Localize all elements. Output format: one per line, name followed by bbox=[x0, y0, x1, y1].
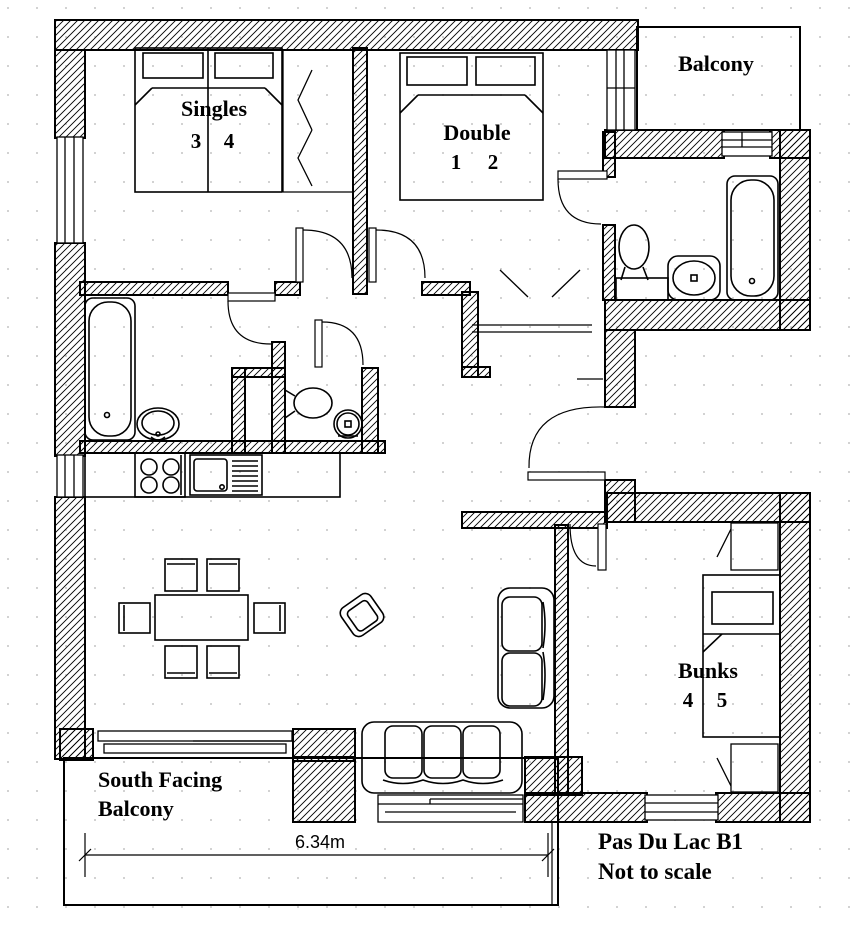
door-bunks bbox=[569, 523, 607, 571]
bunks-closet-top bbox=[716, 522, 779, 571]
kitchen-counter bbox=[84, 452, 341, 498]
wall-segment bbox=[604, 299, 811, 331]
sofa-two-seat bbox=[497, 587, 555, 709]
kitchen-sink bbox=[189, 454, 263, 496]
sofa-three-seat bbox=[361, 721, 523, 794]
singles-room-label: Singles bbox=[181, 96, 247, 121]
south-balcony-label-line1: South Facing bbox=[98, 767, 222, 792]
double-bed bbox=[399, 52, 544, 201]
dimension-tick bbox=[541, 848, 555, 862]
wall-segment bbox=[461, 366, 491, 378]
dimension bbox=[78, 833, 555, 877]
chair bbox=[118, 602, 151, 634]
singles-bed-number-left: 3 bbox=[191, 129, 202, 153]
singles-wardrobe bbox=[282, 50, 353, 193]
left-bathtub bbox=[84, 297, 136, 441]
wall-segment bbox=[352, 47, 368, 295]
door-wc bbox=[314, 319, 364, 368]
wall-segment bbox=[602, 131, 616, 178]
window-bathroom-balcony bbox=[721, 131, 773, 157]
labels: Singles 3 4 Double 1 2 Balcony Bunks 4 5… bbox=[98, 51, 754, 884]
window-singles-left bbox=[56, 136, 84, 244]
window-kitchen-left bbox=[56, 454, 84, 498]
bunks-room-label: Bunks bbox=[678, 658, 738, 683]
wall-segment bbox=[59, 728, 94, 761]
wc-toilet bbox=[284, 387, 333, 419]
wall-segment bbox=[779, 129, 811, 331]
wall-segment bbox=[554, 524, 569, 796]
wall-segment bbox=[292, 728, 356, 762]
window-double-balcony bbox=[606, 49, 636, 131]
doors bbox=[227, 170, 608, 571]
door-double bbox=[368, 227, 426, 283]
plan-title: Pas Du Lac B1 bbox=[598, 829, 743, 854]
wall-segment bbox=[604, 329, 636, 408]
door-singles bbox=[295, 227, 353, 283]
singles-bed-number-right: 4 bbox=[224, 129, 235, 153]
bunks-closet-bottom bbox=[716, 743, 779, 793]
ensuite-bathtub bbox=[726, 175, 779, 301]
chair bbox=[206, 558, 240, 592]
wall-segment bbox=[602, 224, 616, 301]
wall-segment bbox=[461, 291, 479, 378]
double-room-closet bbox=[472, 269, 592, 333]
balcony-label: Balcony bbox=[678, 51, 754, 76]
wall-segment bbox=[231, 367, 286, 378]
wall-segment bbox=[54, 19, 639, 51]
furniture bbox=[84, 47, 781, 794]
windows bbox=[56, 49, 773, 823]
bunks-bed-number-right: 5 bbox=[717, 688, 728, 712]
wall-segment bbox=[524, 792, 648, 823]
wall-segment bbox=[606, 492, 811, 523]
sliding-door-south-balcony bbox=[97, 730, 293, 754]
chair bbox=[164, 558, 198, 592]
door-left-bathroom bbox=[227, 292, 276, 345]
wall-segment bbox=[79, 440, 386, 454]
bunk-bed bbox=[702, 574, 781, 738]
double-room-label: Double bbox=[443, 120, 510, 145]
plan-scale-note: Not to scale bbox=[598, 859, 712, 884]
wall-segment bbox=[54, 49, 86, 139]
dimension-tick bbox=[78, 848, 92, 862]
closets bbox=[282, 50, 779, 793]
wall-segment bbox=[54, 496, 86, 760]
wall-segment bbox=[524, 756, 583, 796]
left-bathroom-sink bbox=[136, 407, 180, 441]
wall-segment bbox=[271, 341, 286, 454]
window-bunks bbox=[644, 794, 719, 821]
double-bed-number-right: 2 bbox=[488, 150, 499, 174]
kitchen-hob bbox=[134, 452, 186, 498]
ensuite-sink bbox=[667, 255, 721, 301]
window-behind-sofa bbox=[377, 794, 524, 823]
walls bbox=[54, 19, 811, 823]
wall-segment bbox=[779, 492, 811, 823]
wall-segment bbox=[274, 281, 301, 296]
single-beds bbox=[134, 47, 283, 193]
dining-table bbox=[154, 594, 249, 641]
wall-segment bbox=[421, 281, 471, 296]
armchair bbox=[339, 592, 385, 638]
bunks-bed-number-left: 4 bbox=[683, 688, 694, 712]
door-entry-hall bbox=[527, 378, 606, 481]
chair bbox=[206, 645, 240, 679]
dimension-width-label: 6.34m bbox=[295, 832, 345, 852]
wall-segment bbox=[461, 511, 608, 529]
south-balcony-label-line2: Balcony bbox=[98, 796, 174, 821]
double-bed-number-left: 1 bbox=[451, 150, 462, 174]
wall-segment bbox=[604, 129, 725, 159]
chair bbox=[164, 645, 198, 679]
wall-segment bbox=[54, 242, 86, 457]
door-ensuite-bathroom bbox=[557, 170, 608, 225]
dining-chairs bbox=[118, 558, 286, 679]
chair bbox=[253, 602, 286, 634]
wall-segment bbox=[79, 281, 229, 296]
wall-segment bbox=[292, 756, 356, 823]
wc-basin bbox=[333, 409, 363, 439]
wall-segment bbox=[604, 479, 636, 523]
